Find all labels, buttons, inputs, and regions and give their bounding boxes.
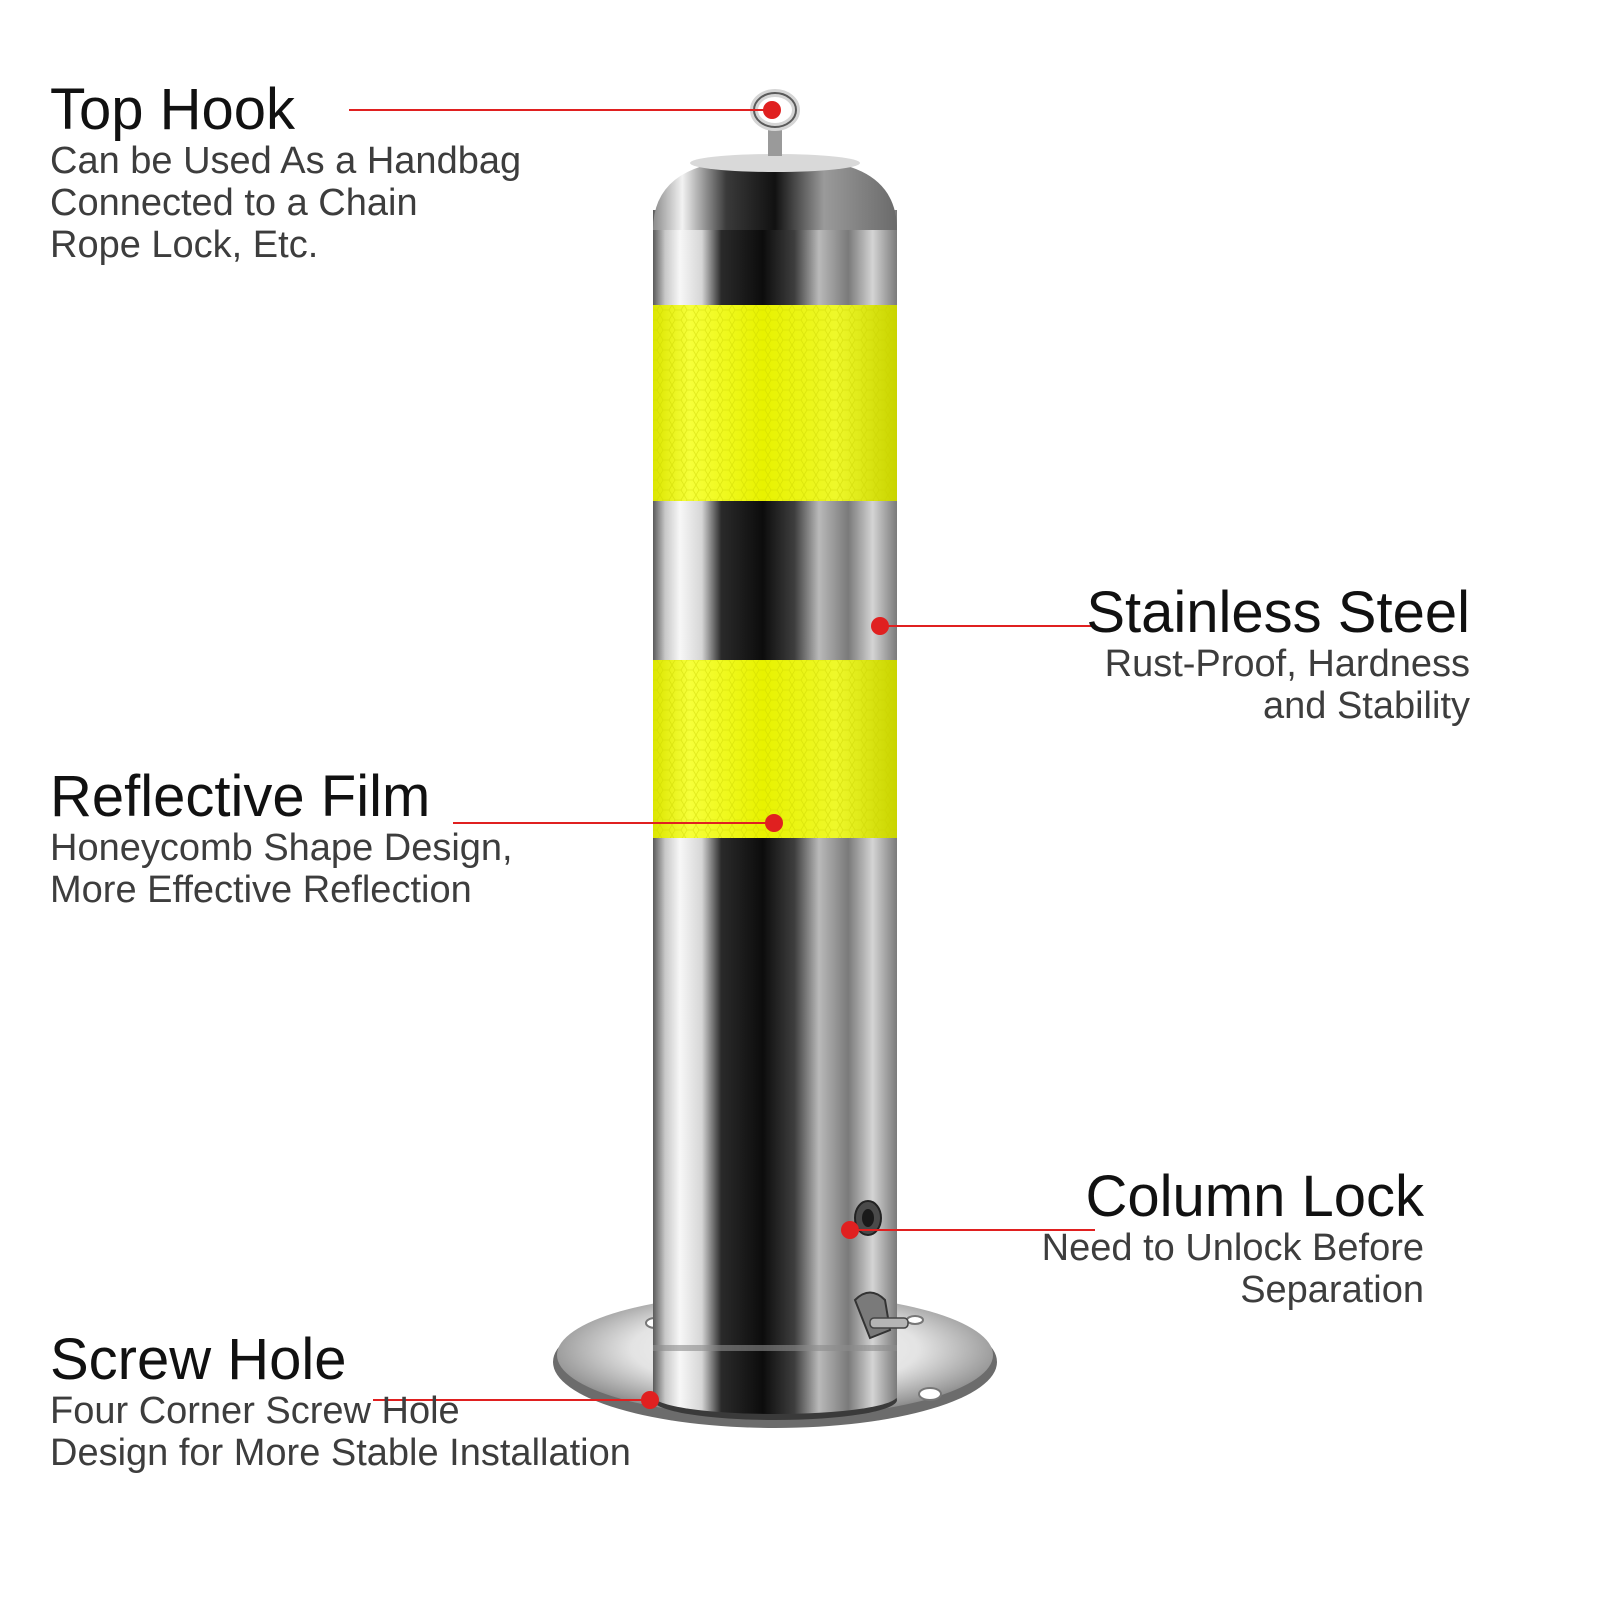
leader-reflective-film — [453, 814, 783, 832]
callout-screw-hole: Screw Hole Four Corner Screw Hole Design… — [50, 1327, 631, 1475]
screw-hole-icon — [906, 1315, 924, 1325]
leader-stainless-steel — [871, 617, 1092, 635]
callout-desc-line: Rust-Proof, Hardness — [1104, 643, 1470, 685]
callout-top-hook: Top Hook Can be Used As a Handbag Connec… — [50, 77, 522, 267]
callout-desc-line: Rope Lock, Etc. — [50, 224, 319, 266]
callout-desc-line: and Stability — [1262, 685, 1470, 727]
callout-title: Column Lock — [1085, 1164, 1424, 1229]
callout-title: Reflective Film — [50, 764, 431, 829]
reflective-band-lower — [653, 660, 897, 838]
callout-stainless-steel: Stainless Steel Rust-Proof, Hardness and… — [1086, 580, 1470, 728]
callout-reflective-film: Reflective Film Honeycomb Shape Design, … — [50, 764, 513, 912]
callout-desc-line: Need to Unlock Before — [1041, 1227, 1424, 1269]
callout-title: Stainless Steel — [1086, 580, 1470, 645]
callout-desc-line: Can be Used As a Handbag — [50, 140, 522, 182]
leader-column-lock — [841, 1221, 1095, 1239]
callout-desc-line: Separation — [1240, 1269, 1424, 1311]
lock-icon — [853, 1200, 909, 1340]
leader-top-hook — [349, 101, 781, 119]
bollard-cap — [653, 154, 897, 230]
screw-hole-icon — [918, 1387, 942, 1401]
reflective-band-upper — [653, 305, 897, 501]
callout-column-lock: Column Lock Need to Unlock Before Separa… — [1041, 1164, 1424, 1312]
leader-screw-hole — [373, 1391, 659, 1409]
callout-title: Top Hook — [50, 77, 296, 142]
callout-desc-line: Four Corner Screw Hole — [50, 1390, 460, 1432]
callout-title: Screw Hole — [50, 1327, 347, 1392]
callout-desc-line: Honeycomb Shape Design, — [50, 827, 513, 869]
callout-desc-line: More Effective Reflection — [50, 869, 472, 911]
callout-desc-line: Connected to a Chain — [50, 182, 418, 224]
callout-desc-line: Design for More Stable Installation — [50, 1432, 631, 1474]
